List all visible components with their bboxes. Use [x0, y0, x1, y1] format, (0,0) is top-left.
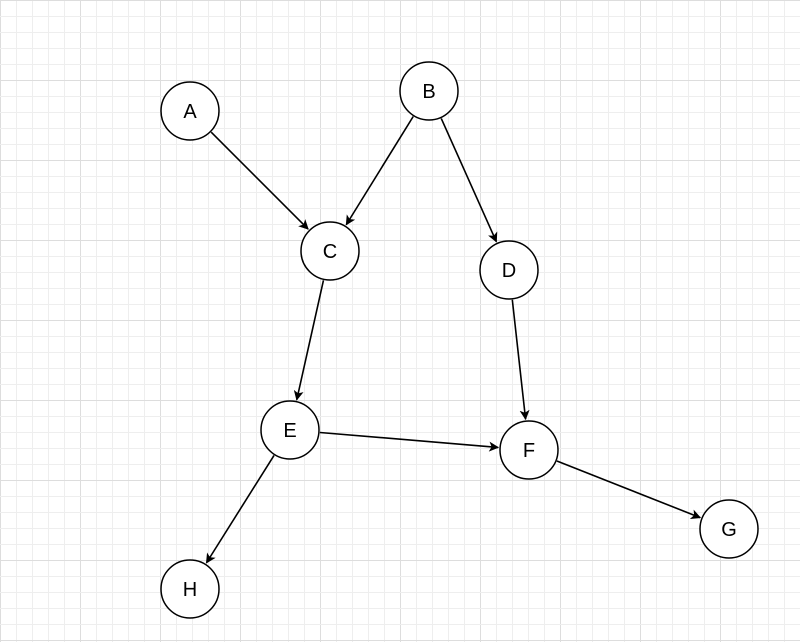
node-e-circle [260, 400, 320, 460]
node-a-label: A [183, 101, 197, 123]
nodes-layer: A B C D E F G [160, 61, 759, 619]
node-b-circle [399, 61, 459, 121]
node-f-label: F [523, 440, 535, 462]
node-a-circle [160, 81, 220, 141]
node-d-label: D [502, 260, 516, 282]
node-g-circle [699, 499, 759, 559]
node-c[interactable]: C [300, 221, 360, 281]
node-f-circle [499, 420, 559, 480]
node-e-label: E [283, 420, 296, 442]
node-b-label: B [422, 81, 435, 103]
node-c-label: C [323, 241, 337, 263]
edges-layer [205, 116, 702, 564]
edge-c-to-e[interactable] [293, 280, 325, 401]
node-e[interactable]: E [260, 400, 320, 460]
node-d[interactable]: D [479, 240, 539, 300]
node-h-circle [160, 559, 220, 619]
edge-f-to-g[interactable] [556, 460, 702, 519]
edge-d-to-f[interactable] [511, 299, 530, 421]
node-h-label: H [183, 579, 197, 601]
node-d-circle [479, 240, 539, 300]
node-a[interactable]: A [160, 81, 220, 141]
node-c-circle [300, 221, 360, 281]
edge-a-to-c[interactable] [210, 131, 309, 230]
edge-b-to-c[interactable] [345, 116, 414, 226]
node-b[interactable]: B [399, 61, 459, 121]
node-h[interactable]: H [160, 559, 220, 619]
edge-b-to-d[interactable] [440, 118, 498, 243]
node-g[interactable]: G [699, 499, 759, 559]
edge-e-to-h[interactable] [205, 454, 275, 564]
node-g-label: G [721, 519, 737, 541]
node-f[interactable]: F [499, 420, 559, 480]
edge-e-to-f[interactable] [319, 431, 500, 452]
